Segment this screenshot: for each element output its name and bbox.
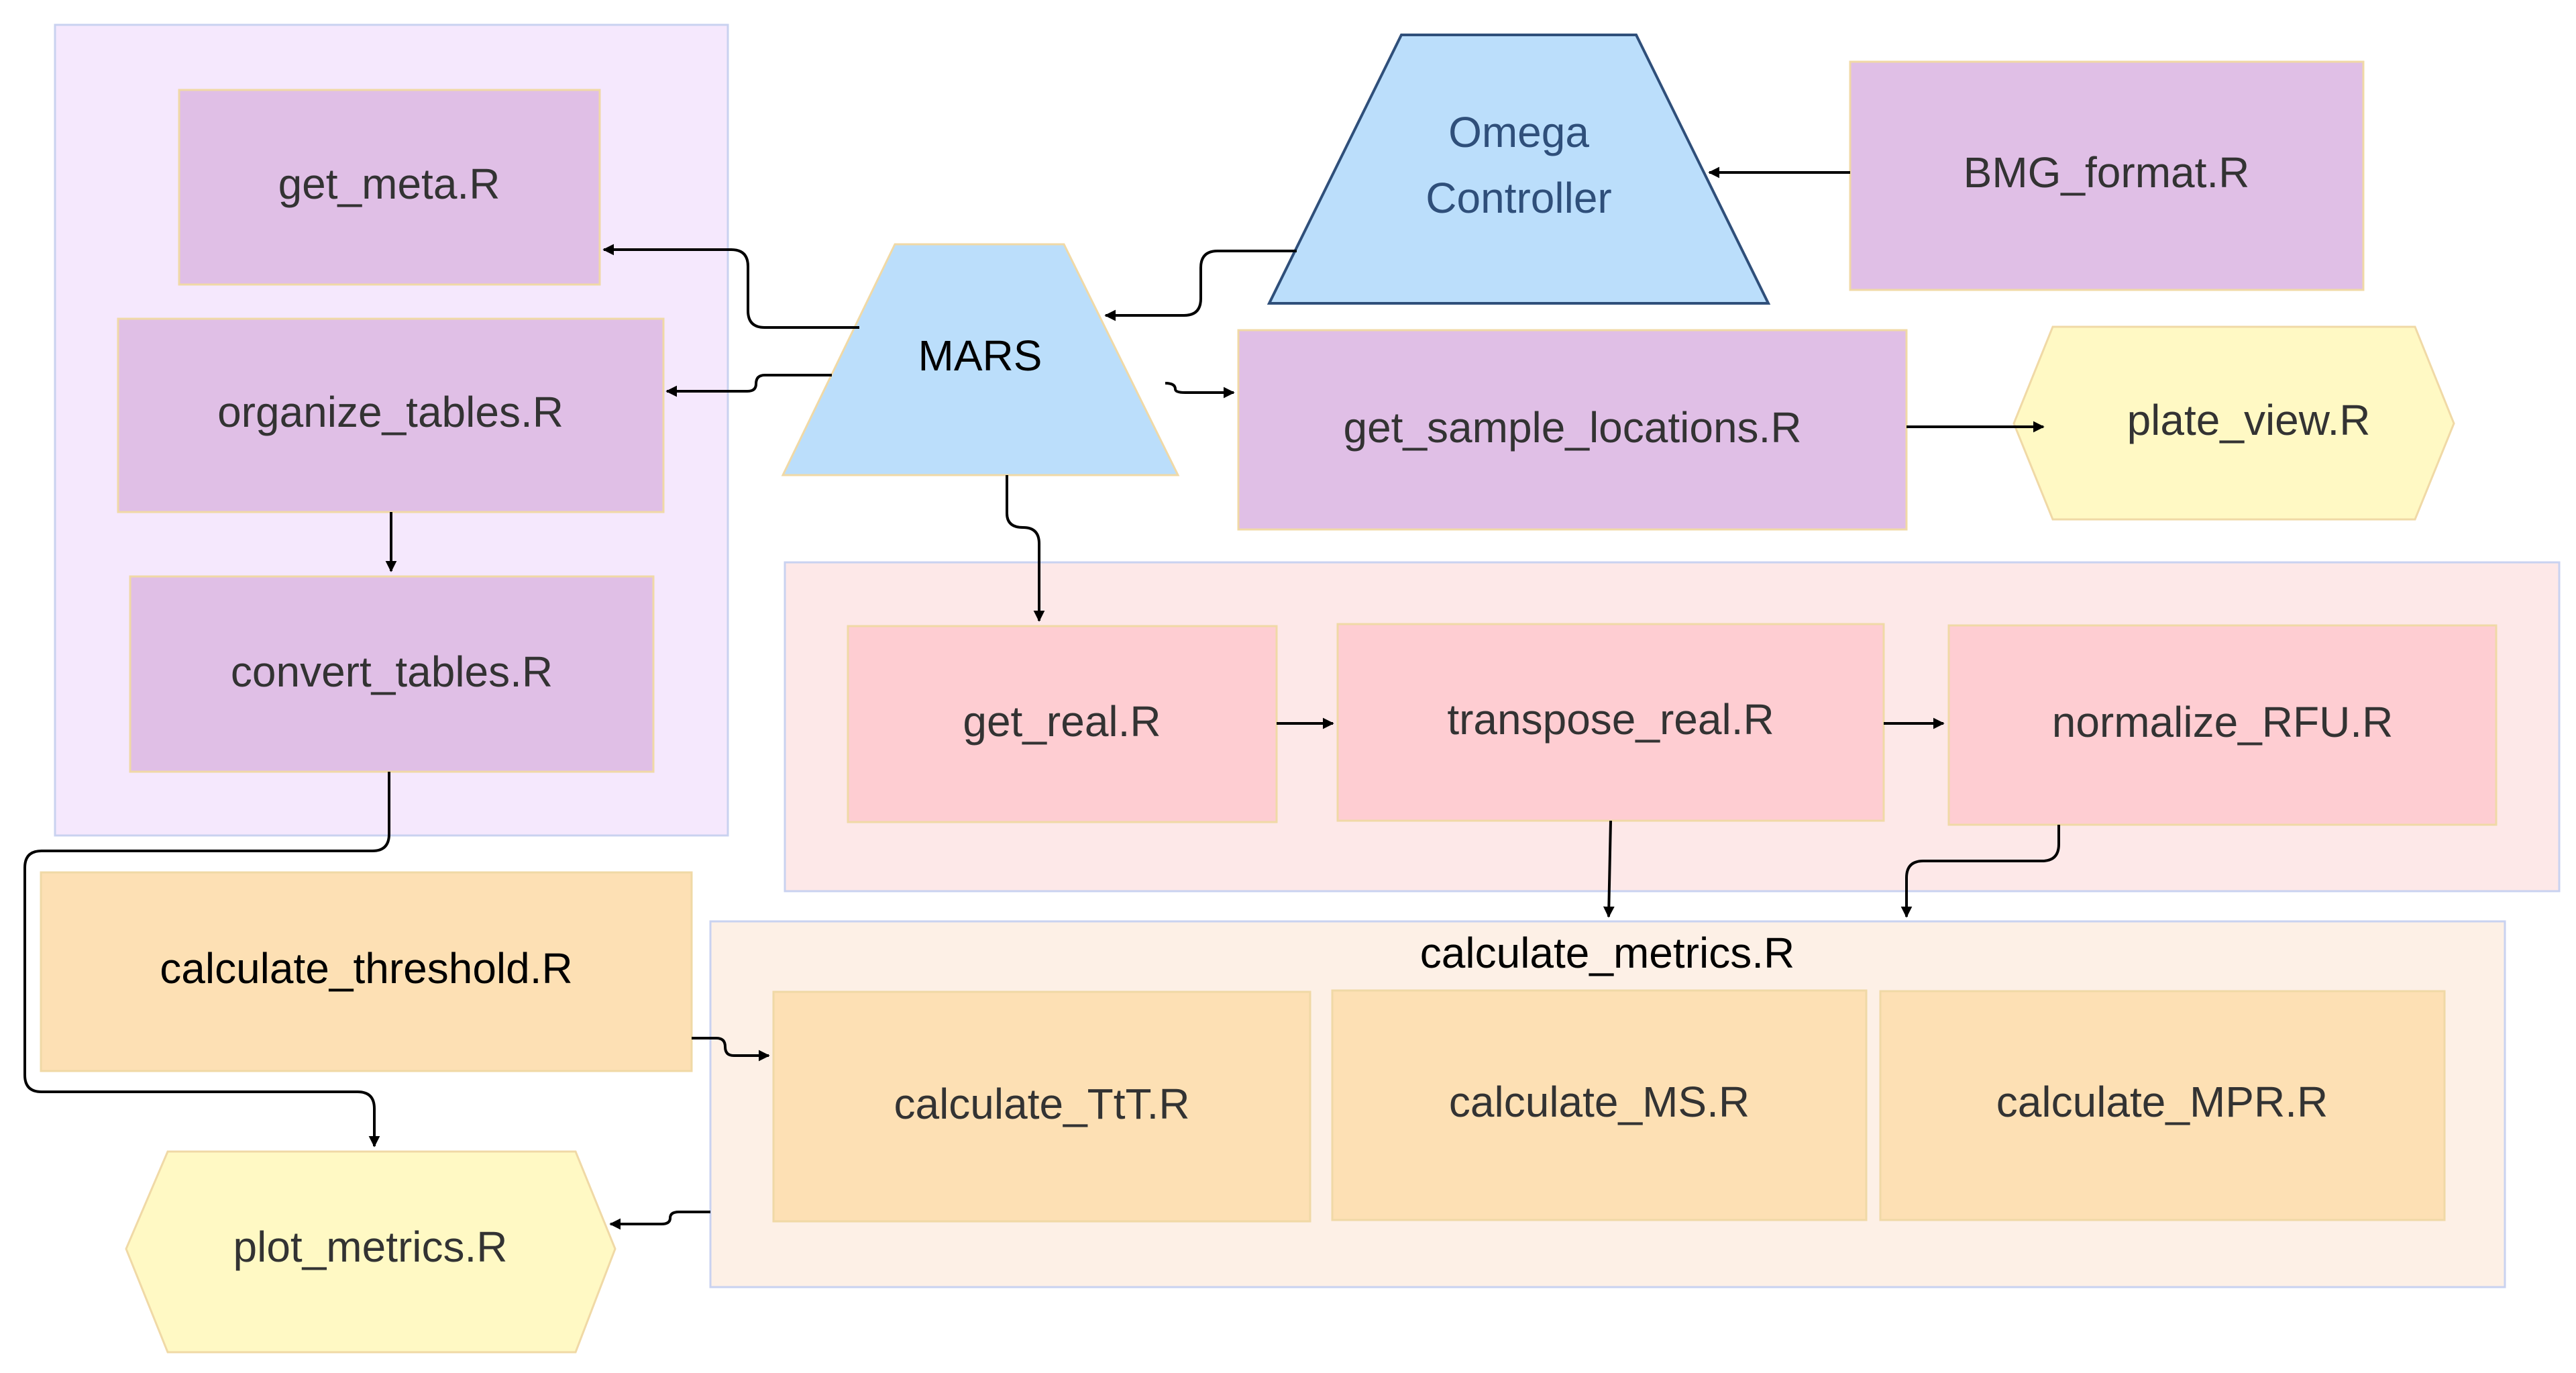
node-organize-tables-label: organize_tables.R	[217, 388, 564, 436]
node-get-sample-locations[interactable]: get_sample_locations.R	[1237, 329, 1908, 531]
edge-mars-to-get-meta	[602, 244, 859, 329]
node-calculate-ttt[interactable]: calculate_TtT.R	[772, 990, 1311, 1223]
edge-mars-to-get-real	[1006, 475, 1045, 622]
node-calculate-mpr[interactable]: calculate_MPR.R	[1879, 990, 2446, 1221]
node-omega-controller[interactable]: Omega Controller	[1267, 34, 1771, 305]
node-get-meta[interactable]: get_meta.R	[178, 89, 601, 286]
node-calculate-ttt-label: calculate_TtT.R	[894, 1080, 1189, 1128]
node-calculate-mpr-label: calculate_MPR.R	[1996, 1078, 2328, 1126]
node-convert-tables[interactable]: convert_tables.R	[129, 575, 655, 773]
node-plate-view-label: plate_view.R	[2127, 396, 2371, 444]
node-organize-tables[interactable]: organize_tables.R	[117, 317, 665, 513]
node-plot-metrics-label: plot_metrics.R	[233, 1223, 508, 1271]
node-convert-tables-label: convert_tables.R	[231, 648, 553, 696]
edge-normalize-to-metrics	[1900, 825, 2060, 918]
node-get-meta-label: get_meta.R	[278, 160, 500, 208]
edge-omega-to-mars	[1104, 250, 1297, 321]
edge-convert-to-plot-metrics	[23, 772, 390, 1148]
node-bmg-format-label: BMG_format.R	[1964, 148, 2250, 197]
node-get-real[interactable]: get_real.R	[847, 625, 1278, 823]
edge-transpose-to-metrics	[1603, 820, 1615, 918]
node-transpose-real-label: transpose_real.R	[1447, 695, 1774, 744]
node-omega-label-line2: Controller	[1426, 174, 1611, 222]
edge-mars-to-organize-tables	[665, 374, 832, 397]
edge-mars-to-sample-locations	[1165, 382, 1235, 399]
edge-threshold-to-ttt	[692, 1037, 770, 1062]
node-normalize-rfu[interactable]: normalize_RFU.R	[1947, 624, 2498, 826]
node-calculate-ms[interactable]: calculate_MS.R	[1331, 989, 1868, 1221]
group-metrics-label: calculate_metrics.R	[1420, 929, 1794, 977]
edge-metrics-to-plot-metrics	[609, 1211, 710, 1230]
node-calculate-threshold-label: calculate_threshold.R	[160, 944, 572, 993]
node-bmg-format[interactable]: BMG_format.R	[1849, 60, 2365, 291]
node-plate-view[interactable]: plate_view.R	[2012, 325, 2455, 521]
node-transpose-real[interactable]: transpose_real.R	[1336, 623, 1885, 822]
node-calculate-ms-label: calculate_MS.R	[1449, 1078, 1750, 1126]
node-get-sample-locations-label: get_sample_locations.R	[1343, 403, 1801, 452]
node-plot-metrics[interactable]: plot_metrics.R	[125, 1150, 616, 1354]
node-mars-label: MARS	[918, 332, 1042, 380]
node-calculate-threshold[interactable]: calculate_threshold.R	[40, 871, 693, 1072]
node-mars[interactable]: MARS	[781, 243, 1180, 476]
node-normalize-rfu-label: normalize_RFU.R	[2052, 698, 2394, 746]
node-get-real-label: get_real.R	[963, 697, 1161, 746]
node-omega-label-line1: Omega	[1448, 108, 1589, 156]
